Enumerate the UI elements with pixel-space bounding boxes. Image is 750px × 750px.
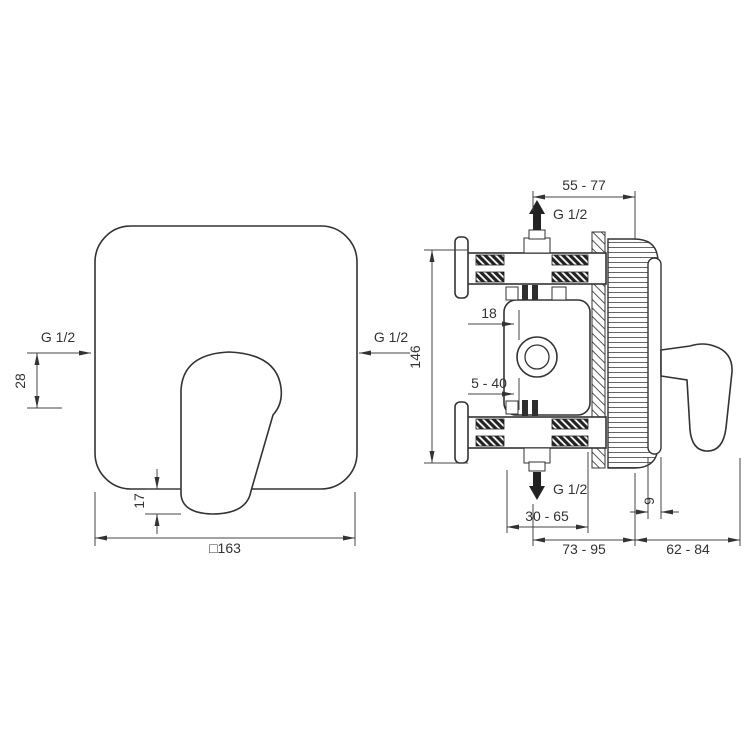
flow-down-arrow-icon — [529, 486, 545, 500]
dimension-label: 30 - 65 — [525, 508, 569, 524]
side-view: G 1/2 G 1/2 55 - 77 146 18 — [407, 177, 741, 557]
dimension-label: 62 - 84 — [666, 541, 710, 557]
thread-section — [551, 418, 589, 430]
dimension-label: 5 - 40 — [471, 375, 507, 391]
dimension-28: 28 — [12, 352, 62, 409]
top-outlet-fitting — [523, 237, 551, 254]
cartridge-seal — [532, 400, 538, 416]
dimension-label: □163 — [209, 540, 241, 556]
cartridge-detail — [505, 400, 519, 415]
dimension-label: 18 — [481, 305, 497, 321]
inlet-left-label: G 1/2 — [41, 329, 75, 345]
dimension-label: 73 - 95 — [562, 541, 606, 557]
cartridge-seal — [522, 400, 528, 416]
dimension-163: □163 — [94, 492, 356, 556]
dimension-label: 146 — [407, 345, 423, 369]
dimension-label: 17 — [131, 493, 147, 509]
thread-section — [551, 435, 589, 447]
outlet-top-annotation: G 1/2 — [529, 200, 587, 230]
thread-section — [551, 271, 589, 283]
cartridge-seal — [532, 285, 538, 300]
cartridge-spindle-inner — [524, 344, 550, 370]
dimension-55-77: 55 - 77 — [532, 177, 636, 240]
bottom-flange — [454, 401, 469, 464]
dimension-9: 9 — [630, 457, 679, 519]
outlet-top-label: G 1/2 — [553, 206, 587, 222]
flow-up-arrow-shaft — [533, 214, 541, 230]
top-flange — [454, 236, 469, 299]
lever-handle-side — [660, 343, 733, 452]
dimension-62-84: 62 - 84 — [635, 458, 741, 557]
thread-section — [475, 435, 505, 447]
thread-section — [475, 271, 505, 283]
dimension-146: 146 — [407, 249, 468, 464]
dimension-label: 55 - 77 — [562, 177, 606, 193]
escutcheon-rim — [647, 257, 662, 455]
dimension-label: 9 — [641, 497, 657, 505]
inlet-right-label: G 1/2 — [374, 329, 408, 345]
cartridge-detail — [505, 286, 519, 301]
dimension-30-65: 30 - 65 — [506, 452, 589, 533]
lever-handle-front — [180, 351, 283, 515]
dimension-5-40: 5 - 40 — [468, 375, 520, 410]
thread-section — [475, 418, 505, 430]
cartridge-seal — [522, 285, 528, 300]
outlet-bottom-annotation: G 1/2 — [529, 472, 587, 500]
bottom-outlet-fitting — [523, 447, 551, 464]
front-view: G 1/2 G 1/2 28 17 □163 — [12, 225, 410, 556]
outlet-bottom-label: G 1/2 — [553, 481, 587, 497]
dimension-label: 28 — [12, 373, 28, 389]
bottom-outlet-nipple — [528, 461, 546, 472]
thread-section — [551, 254, 589, 266]
flow-down-arrow-shaft — [533, 472, 541, 486]
thread-section — [475, 254, 505, 266]
top-outlet-nipple — [528, 229, 546, 240]
dimension-18: 18 — [468, 305, 520, 340]
wall-section — [591, 231, 606, 469]
flow-up-arrow-icon — [529, 200, 545, 214]
cartridge-detail — [551, 286, 567, 301]
dimension-17: 17 — [131, 469, 181, 534]
dimension-73-95: 73 - 95 — [532, 473, 636, 557]
